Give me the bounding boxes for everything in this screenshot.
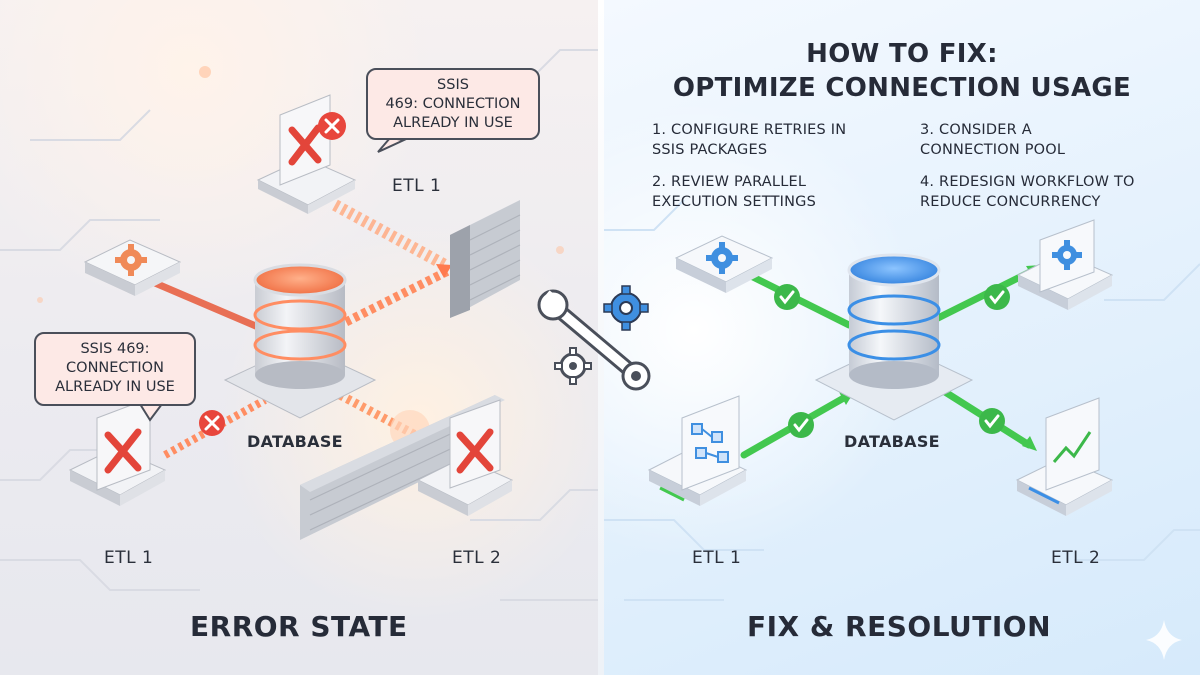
bubble-top-line3: ALREADY IN USE bbox=[393, 115, 513, 131]
fix-step-3-line1: 3. CONSIDER A bbox=[920, 122, 1032, 138]
gear-node-fix-left bbox=[674, 235, 774, 293]
gear-node-fix-right bbox=[1016, 219, 1114, 310]
error-bubble-top: SSIS 469: CONNECTION ALREADY IN USE bbox=[366, 68, 540, 140]
etl-fix-left-label: ETL 1 bbox=[692, 548, 742, 568]
etl-node-fix-left bbox=[647, 395, 748, 506]
etl-fix-right-label: ETL 2 bbox=[1051, 548, 1101, 568]
error-bubble-left: SSIS 469: CONNECTION ALREADY IN USE bbox=[34, 332, 196, 406]
database-label-error: DATABASE bbox=[247, 432, 343, 451]
error-diagram bbox=[0, 49, 598, 601]
bubble-left-line1: SSIS 469: bbox=[80, 341, 150, 357]
bubble-left-line3: ALREADY IN USE bbox=[55, 379, 175, 395]
error-state-panel: SSIS 469: CONNECTION ALREADY IN USE SSIS… bbox=[0, 0, 598, 675]
fix-step-1-line1: 1. CONFIGURE RETRIES IN bbox=[652, 122, 847, 138]
circuit-lines-right bbox=[604, 199, 1200, 601]
fix-step-2: 2. REVIEW PARALLEL EXECUTION SETTINGS bbox=[652, 172, 816, 212]
bubble-left-line2: CONNECTION bbox=[66, 360, 164, 376]
fix-heading-line1: HOW TO FIX: bbox=[806, 39, 998, 69]
fix-diagram bbox=[604, 199, 1200, 660]
fix-resolution-title: FIX & RESOLUTION bbox=[747, 610, 1052, 643]
fix-step-3-line2: CONNECTION POOL bbox=[920, 142, 1066, 158]
fix-step-1-line2: SSIS PACKAGES bbox=[652, 142, 768, 158]
bubble-tail-top bbox=[377, 136, 408, 153]
fix-step-2-line1: 2. REVIEW PARALLEL bbox=[652, 174, 807, 190]
bubble-top-line1: SSIS bbox=[437, 77, 469, 93]
etl-bottom-right-label: ETL 2 bbox=[452, 548, 502, 568]
fix-step-4-line2: REDUCE CONCURRENCY bbox=[920, 194, 1101, 210]
database-cylinder bbox=[223, 263, 377, 419]
etl-node-bottom-left bbox=[68, 397, 225, 506]
firewall-top bbox=[450, 200, 521, 318]
etl-node-top bbox=[256, 94, 357, 214]
fix-step-3: 3. CONSIDER A CONNECTION POOL bbox=[920, 120, 1065, 160]
sparkle-icon bbox=[1146, 620, 1182, 660]
check-badges bbox=[774, 284, 1010, 438]
gear-node-left bbox=[83, 239, 182, 296]
etl-node-fix-right bbox=[1015, 397, 1114, 516]
fix-panel: DATABASE ETL 1 ETL 2 FIX & RESOLUTION bbox=[604, 0, 1200, 675]
etl-top-label: ETL 1 bbox=[392, 176, 442, 196]
fix-step-2-line2: EXECUTION SETTINGS bbox=[652, 194, 816, 210]
database-label-fix: DATABASE bbox=[844, 432, 940, 451]
database-cylinder-ok bbox=[814, 253, 974, 421]
fix-step-1: 1. CONFIGURE RETRIES IN SSIS PACKAGES bbox=[652, 120, 846, 160]
error-state-title: ERROR STATE bbox=[190, 610, 408, 643]
etl-bottom-left-label: ETL 1 bbox=[104, 548, 154, 568]
fix-heading-line2: OPTIMIZE CONNECTION USAGE bbox=[672, 73, 1132, 103]
fix-step-4: 4. REDESIGN WORKFLOW TO REDUCE CONCURREN… bbox=[920, 172, 1135, 212]
etl-node-bottom-right bbox=[416, 399, 514, 516]
fix-step-4-line1: 4. REDESIGN WORKFLOW TO bbox=[920, 174, 1135, 190]
bubble-top-line2: 469: CONNECTION bbox=[385, 96, 521, 112]
